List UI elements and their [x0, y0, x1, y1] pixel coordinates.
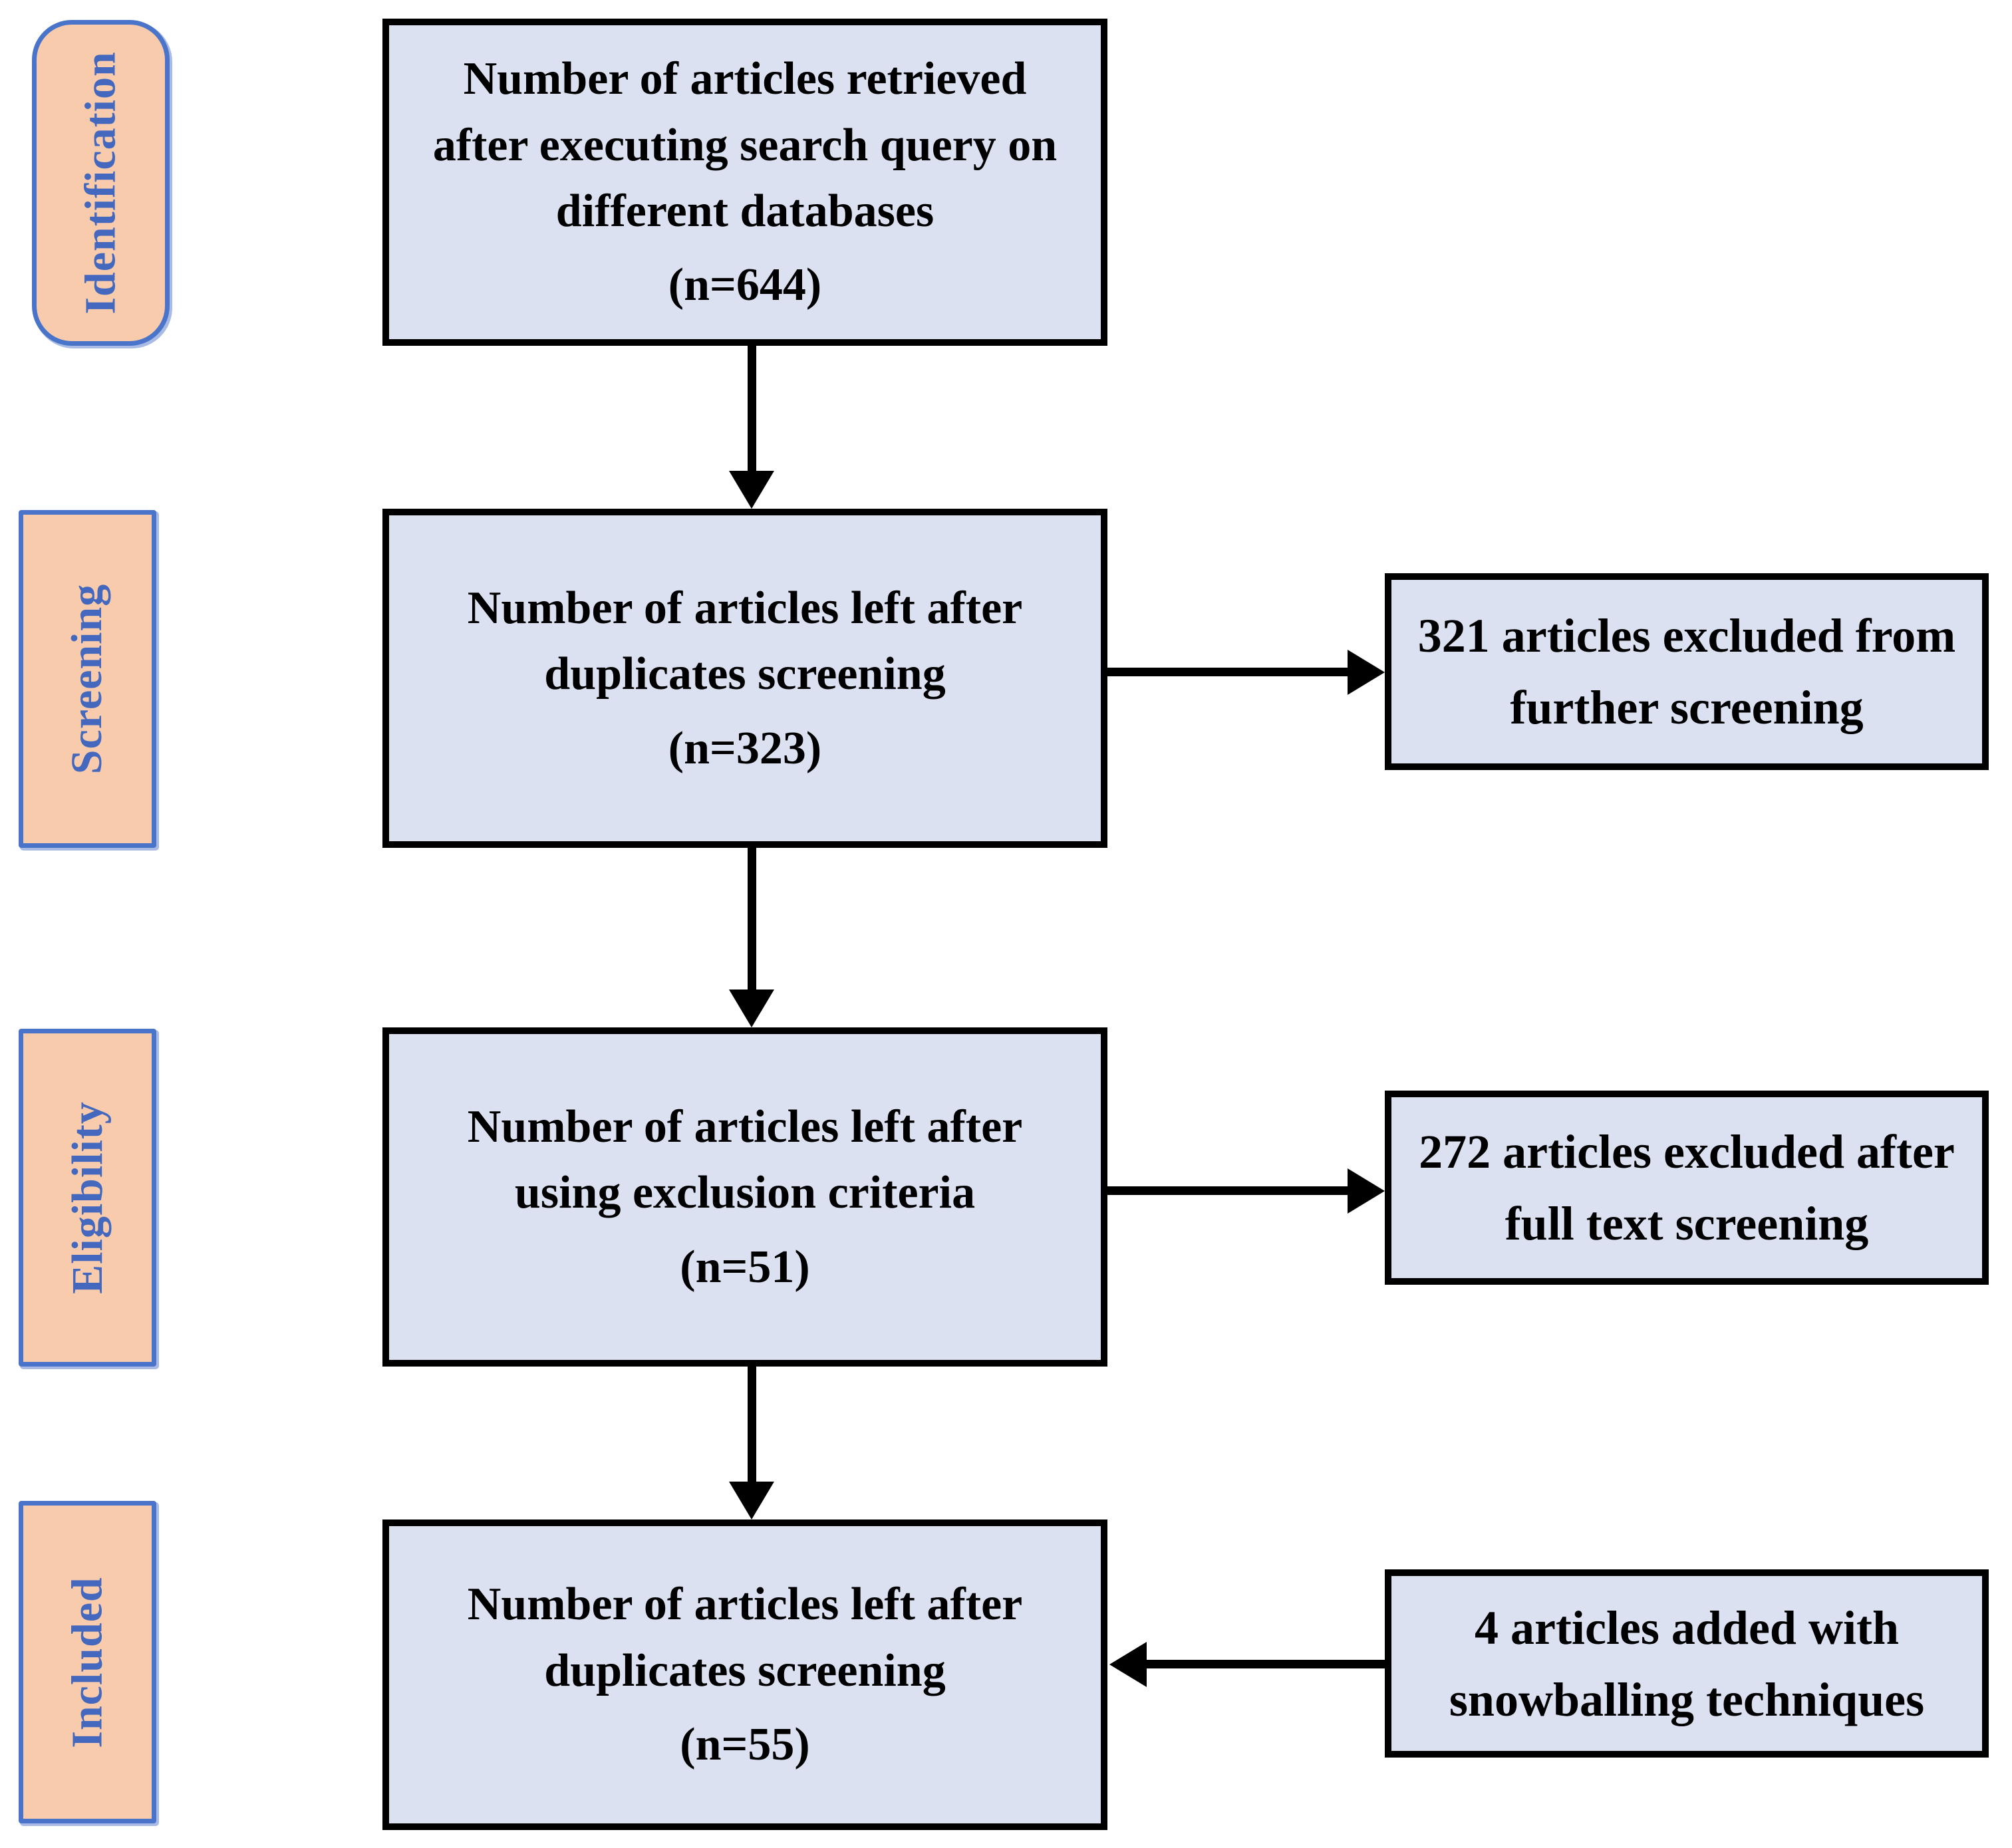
- stage-identification: Identification: [32, 20, 170, 346]
- arrow-left-1-arrowhead-icon: [1109, 1642, 1147, 1687]
- side-box-snowballing-added-text: 4 articles added with snowballing techni…: [1449, 1601, 1925, 1726]
- side-box-snowballing-added: 4 articles added with snowballing techni…: [1385, 1569, 1989, 1758]
- arrow-right-1-line: [1107, 668, 1351, 676]
- side-box-excluded-from-screening: 321 articles excluded from further scree…: [1385, 573, 1989, 770]
- flow-box-after-duplicates-screening-text: Number of articles left after duplicates…: [467, 582, 1023, 700]
- flow-box-articles-retrieved-text: Number of articles retrieved after execu…: [432, 53, 1058, 237]
- flow-box-final-included-count: (n=55): [680, 1719, 810, 1771]
- side-box-excluded-full-text-text: 272 articles excluded after full text sc…: [1419, 1125, 1955, 1250]
- flow-box-articles-retrieved: Number of articles retrieved after execu…: [382, 19, 1107, 346]
- stage-included: Included: [19, 1501, 156, 1823]
- stage-included-label: Included: [63, 1576, 112, 1748]
- stage-screening: Screening: [19, 510, 156, 848]
- side-box-excluded-full-text: 272 articles excluded after full text sc…: [1385, 1091, 1989, 1285]
- stage-eligibility: Eligibility: [19, 1029, 156, 1367]
- stage-identification-label: Identification: [76, 51, 125, 315]
- flow-box-final-included-text: Number of articles left after duplicates…: [467, 1579, 1023, 1696]
- flow-box-after-duplicates-screening-count: (n=323): [668, 722, 822, 774]
- flow-box-after-exclusion-criteria-text: Number of articles left after using excl…: [467, 1101, 1023, 1219]
- arrow-right-2-arrowhead-icon: [1348, 1168, 1385, 1214]
- arrow-down-3-arrowhead-icon: [729, 1482, 774, 1519]
- arrow-right-2-line: [1107, 1186, 1351, 1195]
- side-box-excluded-from-screening-text: 321 articles excluded from further scree…: [1417, 609, 1956, 734]
- arrow-down-2-arrowhead-icon: [729, 990, 774, 1027]
- arrow-left-1-line: [1144, 1660, 1385, 1668]
- arrow-down-3-line: [748, 1367, 756, 1483]
- arrow-down-2-line: [748, 848, 756, 991]
- flow-box-after-exclusion-criteria: Number of articles left after using excl…: [382, 1027, 1107, 1367]
- arrow-down-1-arrowhead-icon: [729, 471, 774, 509]
- flow-box-final-included: Number of articles left after duplicates…: [382, 1519, 1107, 1830]
- flow-box-after-duplicates-screening: Number of articles left after duplicates…: [382, 509, 1107, 848]
- arrow-right-1-arrowhead-icon: [1348, 650, 1385, 695]
- flow-box-articles-retrieved-count: (n=644): [668, 259, 822, 311]
- arrow-down-1-line: [748, 346, 756, 472]
- stage-eligibility-label: Eligibility: [63, 1101, 112, 1294]
- flow-box-after-exclusion-criteria-count: (n=51): [680, 1241, 810, 1293]
- stage-screening-label: Screening: [63, 583, 112, 775]
